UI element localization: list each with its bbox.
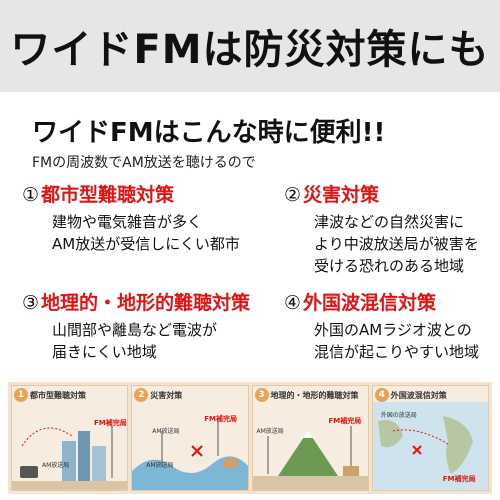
top-banner: ワイドFMは防災対策にも xyxy=(0,0,500,92)
desc-line: 建物や電気雑音が多く xyxy=(52,213,203,231)
desc-line: 届きにくい地域 xyxy=(52,343,157,361)
item-title-text: 外国波混信対策 xyxy=(303,292,437,314)
label-fm-station: FM補完局 xyxy=(442,475,476,483)
panel-number: 2 xyxy=(134,388,149,402)
illustration-panel-foreign: 4 外国波混信対策 外国の放送局 FM補完局 xyxy=(371,385,489,491)
item-title-text: 地理的・地形的難聴対策 xyxy=(41,292,251,314)
item-number: ① xyxy=(22,184,40,206)
desc-line: AM放送が受信しにくい都市 xyxy=(52,235,240,253)
panel-number: 1 xyxy=(14,388,28,402)
illustration-panel-urban: 1 都市型難聴対策 FM補完局 AM放送局 xyxy=(11,385,129,491)
panel-number: 4 xyxy=(374,388,389,402)
panel-title: 外国波混信対策 xyxy=(390,391,447,400)
label-foreign-station: 外国の放送局 xyxy=(380,412,417,419)
subline: FMの周波数でAM放送を聴けるので xyxy=(32,155,256,171)
illustration-panel-terrain: 3 地理的・地形的難聴対策 AM放送局 FM補完局 xyxy=(251,385,369,491)
item-title-text: 都市型難聴対策 xyxy=(41,184,175,206)
desc-line: 外国のAMラジオ波との xyxy=(314,321,472,339)
item-title-text: 災害対策 xyxy=(303,184,380,206)
panel-title: 都市型難聴対策 xyxy=(30,391,86,400)
headline: ワイドFMはこんな時に便利!! xyxy=(32,118,386,148)
desc-line: 受ける恐れのある地域 xyxy=(314,257,465,275)
panel-title: 災害対策 xyxy=(150,391,183,400)
item-description: 山間部や離島など電波が 届きにくい地域 xyxy=(22,319,250,363)
item-description: 外国のAMラジオ波との 混信が起こりやすい地域 xyxy=(284,319,479,363)
panel-title: 地理的・地形的難聴対策 xyxy=(270,391,359,400)
item-description: 津波などの自然災害に より中波放送局が被害を 受ける恐れのある地域 xyxy=(284,211,479,277)
panel-number: 3 xyxy=(254,388,269,402)
label-fm-station: FM補完局 xyxy=(328,417,362,425)
label-am-station: AM放送局 xyxy=(42,462,70,469)
label-fm-station: FM補完局 xyxy=(204,415,237,423)
banner-title: ワイドFMは防災対策にも xyxy=(10,27,490,73)
illustration-strip: 1 都市型難聴対策 FM補完局 AM放送局 2 災害対策 AM放送局 FM補完局… xyxy=(8,382,492,494)
label-fm-station: FM補完局 xyxy=(94,419,127,427)
desc-line: 混信が起こりやすい地域 xyxy=(314,343,480,361)
tsunami-illustration xyxy=(132,421,248,490)
mountain-illustration xyxy=(252,426,368,490)
map-illustration xyxy=(372,402,488,490)
item-number: ② xyxy=(284,184,302,206)
label-am-station: AM放送局 xyxy=(146,462,174,469)
label-am-station: AM放送局 xyxy=(152,428,180,435)
item-description: 建物や電気雑音が多く AM放送が受信しにくい都市 xyxy=(22,211,240,255)
item-number: ④ xyxy=(284,292,302,314)
desc-line: より中波放送局が被害を xyxy=(314,235,479,253)
item-number: ③ xyxy=(22,292,40,314)
city-illustration xyxy=(12,426,128,490)
desc-line: 山間部や離島など電波が xyxy=(52,321,218,339)
label-am-station: AM放送局 xyxy=(256,428,284,435)
illustration-panel-disaster: 2 災害対策 AM放送局 FM補完局 AM放送局 xyxy=(131,385,249,491)
desc-line: 津波などの自然災害に xyxy=(314,213,465,231)
